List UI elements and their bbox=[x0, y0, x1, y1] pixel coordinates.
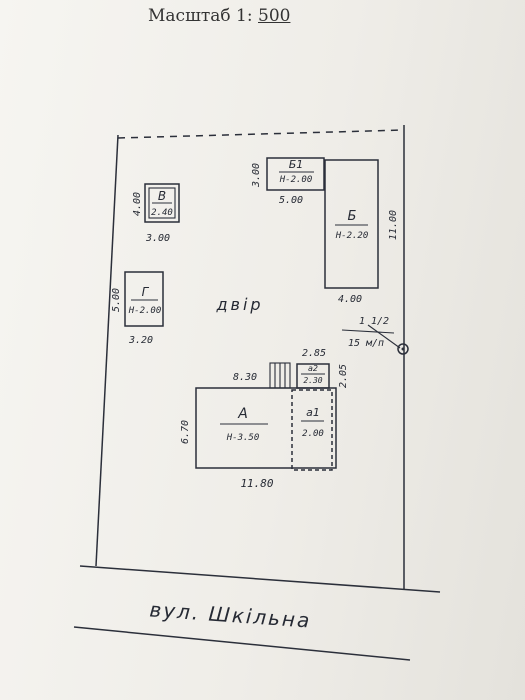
building-g-width: 3.20 bbox=[128, 335, 153, 346]
annex-a2-height: 2.30 bbox=[303, 376, 322, 385]
yard-label: двір bbox=[215, 295, 263, 314]
rear-boundary-dashed bbox=[117, 129, 405, 139]
building-g-depth: 5.00 bbox=[111, 288, 122, 312]
house-a: А H-3.50 8.30 11.80 6.70 bbox=[180, 372, 337, 490]
pole-marker bbox=[397, 343, 409, 355]
building-b: Б H-2.20 4.00 11.00 bbox=[324, 159, 399, 305]
left-boundary bbox=[95, 134, 119, 567]
annex-a1: а1 2.00 bbox=[291, 389, 333, 471]
house-a-depth: 6.70 bbox=[180, 420, 191, 444]
building-v: В 2.40 3.00 4.00 bbox=[132, 183, 180, 244]
scale-caption: Масштаб 1: 500 bbox=[148, 6, 290, 26]
building-v-width: 3.00 bbox=[145, 233, 170, 244]
building-g-height: H-2.00 bbox=[128, 306, 162, 316]
building-g: Г H-2.00 3.20 5.00 bbox=[111, 271, 164, 346]
house-a-height: H-3.50 bbox=[226, 433, 260, 443]
front-boundary bbox=[79, 565, 441, 593]
building-v-letter: В bbox=[158, 189, 166, 203]
annex-a2-width: 2.85 bbox=[302, 348, 326, 359]
annex-a2-depth: 2.05 bbox=[338, 364, 349, 388]
building-b-width: 4.00 bbox=[338, 294, 362, 305]
annex-a2: а2 2.30 2.85 2.05 bbox=[296, 348, 349, 389]
plot-boundary bbox=[73, 125, 441, 661]
building-b1-depth: 3.00 bbox=[251, 163, 262, 188]
scale-label: Масштаб 1: bbox=[148, 6, 253, 26]
building-b1-letter: Б1 bbox=[289, 158, 304, 171]
scale-value: 500 bbox=[258, 6, 291, 26]
annex-a1-letter: а1 bbox=[306, 406, 320, 419]
building-b-height: H-2.20 bbox=[335, 231, 369, 241]
pole-number: 1 1/2 bbox=[359, 316, 389, 327]
house-a-letter: А bbox=[237, 406, 248, 422]
building-g-letter: Г bbox=[142, 285, 150, 299]
annex-a1-height: 2.00 bbox=[302, 429, 324, 439]
house-a-length: 11.80 bbox=[240, 477, 273, 490]
building-v-height: 2.40 bbox=[151, 208, 173, 218]
building-b1: Б1 H-2.00 5.00 3.00 bbox=[251, 157, 325, 206]
building-v-depth: 4.00 bbox=[132, 192, 143, 216]
annex-a2-letter: а2 bbox=[308, 364, 318, 373]
building-b-letter: Б bbox=[348, 209, 357, 224]
street-line bbox=[73, 626, 411, 661]
house-a-front-dim: 8.30 bbox=[233, 372, 257, 383]
building-b1-width: 5.00 bbox=[279, 195, 303, 206]
pole-note: 15 м/п bbox=[348, 338, 384, 349]
street-name: вул. Шкільна bbox=[149, 597, 312, 632]
building-b1-height: H-2.00 bbox=[279, 175, 313, 185]
entrance-steps bbox=[269, 362, 291, 389]
utility-pole: 1 1/2 15 м/п bbox=[341, 316, 409, 355]
building-b-length: 11.00 bbox=[388, 210, 399, 240]
